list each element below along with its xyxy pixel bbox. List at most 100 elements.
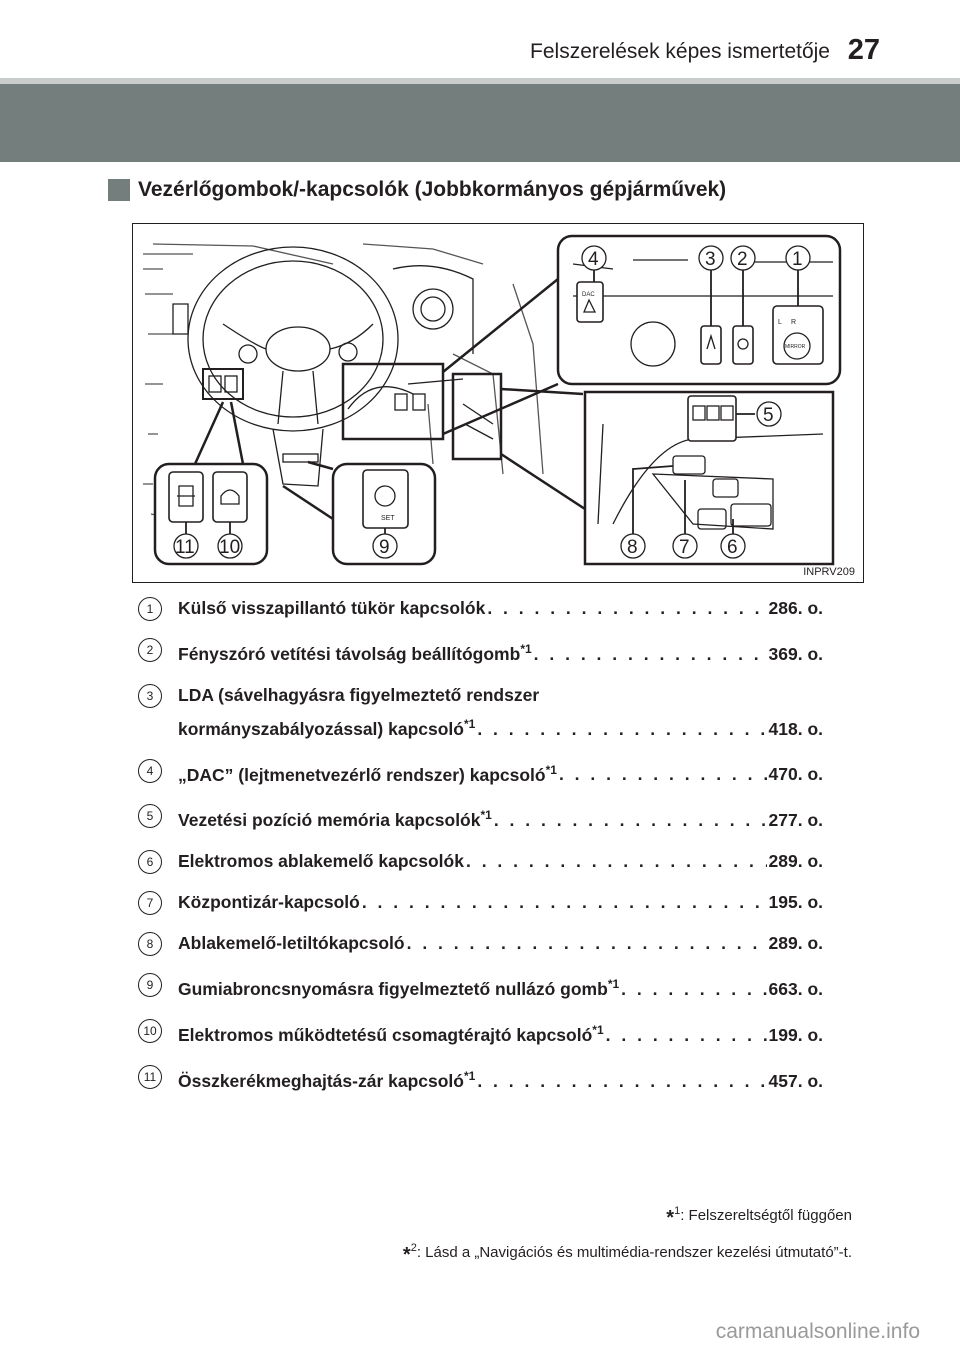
section-title: Vezérlőgombok/-kapcsolók (Jobbkormányos …: [108, 178, 726, 202]
footnote-mark: *1: [463, 716, 476, 731]
callout-10: 10: [219, 537, 240, 558]
footnote-sup: 1: [674, 1205, 681, 1217]
dot-leader: [477, 1069, 766, 1093]
callout-11: 11: [175, 537, 195, 558]
page-header: Felszerelések képes ismertetője 27: [0, 0, 960, 84]
item-label: Elektromos ablakemelő kapcsolók: [178, 851, 464, 872]
footnotes: *1: Felszereltségtől függően *2: Lásd a …: [403, 1196, 852, 1270]
dac-label: DAC: [582, 292, 595, 298]
item-label: Gumiabroncsnyomásra figyelmeztető nulláz…: [178, 972, 619, 1001]
item-number: 2: [138, 638, 162, 662]
item-page-ref: 457. o.: [768, 1070, 823, 1091]
item-page-ref: 418. o.: [768, 718, 823, 739]
watermark: carmanualsonline.info: [715, 1320, 920, 1343]
callout-5: 5: [763, 405, 774, 426]
footnote-star: *: [402, 1244, 411, 1266]
dot-leader: [487, 596, 766, 620]
dot-leader: [407, 931, 767, 955]
footnote-mark: *1: [545, 762, 557, 777]
callout-7: 7: [679, 537, 690, 558]
item-number: 10: [138, 1019, 162, 1044]
section-title-text: Vezérlőgombok/-kapcsolók (Jobbkormányos …: [138, 178, 727, 201]
item-label: Központizár-kapcsoló: [178, 892, 360, 913]
footnote-sup: 2: [410, 1242, 417, 1254]
dot-leader: [362, 890, 767, 914]
footnote-star: *: [666, 1207, 675, 1229]
item-label: Külső visszapillantó tükör kapcsolók: [178, 598, 486, 618]
footnote-1: *1: Felszereltségtől függően: [403, 1196, 852, 1233]
page-number: 27: [847, 34, 880, 66]
mirror-r-label: R: [791, 319, 796, 326]
dot-leader: [621, 977, 766, 1001]
item-label-cont: kormányszabályozással) kapcsoló*1: [178, 712, 475, 741]
item-number: 11: [138, 1064, 162, 1089]
callout-1: 1: [792, 249, 803, 270]
list-item: 2 Fényszóró vetítési távolság beállítógo…: [138, 637, 838, 666]
dot-leader: [559, 762, 767, 786]
item-page-ref: 289. o.: [768, 851, 823, 872]
footnote-mark: *1: [520, 642, 532, 656]
item-label-text: Összkerékmeghajtás-zár kapcsoló: [178, 1070, 464, 1091]
item-page-ref: 195. o.: [768, 892, 823, 913]
footnote-2: *2: Lásd a „Navigációs és multimédia-ren…: [403, 1233, 852, 1270]
dot-leader: [606, 1023, 767, 1047]
callout-9: 9: [379, 537, 390, 558]
item-number: 4: [138, 758, 162, 783]
dot-leader: [534, 642, 767, 666]
footnote-mark: *1: [607, 977, 620, 992]
mirror-l-label: L: [778, 319, 782, 326]
item-label: Vezetési pozíció memória kapcsolók*1: [178, 803, 492, 832]
item-page-ref: 663. o.: [768, 979, 823, 1000]
dot-leader: [494, 808, 767, 832]
item-label: Elektromos működtetésű csomagtérajtó kap…: [178, 1018, 604, 1047]
dot-leader: [466, 849, 767, 873]
controls-list: 1 Külső visszapillantó tükör kapcsolók 2…: [138, 596, 838, 1110]
item-number: 6: [138, 850, 162, 875]
callout-6: 6: [727, 537, 738, 558]
footnote-text: : Lásd a „Navigációs és multimédia-rends…: [416, 1244, 852, 1261]
list-item: 10 Elektromos működtetésű csomagtérajtó …: [138, 1018, 838, 1047]
list-item: 7 Központizár-kapcsoló 195. o.: [138, 890, 838, 916]
item-label-text: „DAC” (lejtmenetvezérlő rendszer) kapcso…: [178, 764, 546, 785]
callout-3: 3: [705, 249, 716, 270]
item-number: 5: [138, 804, 162, 829]
list-item: 1 Külső visszapillantó tükör kapcsolók 2…: [138, 596, 838, 621]
item-label: „DAC” (lejtmenetvezérlő rendszer) kapcso…: [178, 758, 557, 787]
section-marker-icon: [108, 179, 130, 201]
list-item: 4 „DAC” (lejtmenetvezérlő rendszer) kapc…: [138, 758, 838, 787]
header-title: Felszerelések képes ismertetője: [530, 40, 830, 63]
callout-8: 8: [627, 537, 638, 558]
item-number: 9: [138, 973, 162, 998]
item-page-ref: 470. o.: [768, 764, 823, 785]
set-label: SET: [381, 515, 395, 522]
footnote-text: : Felszereltségtől függően: [680, 1207, 852, 1224]
footnote-mark: *1: [480, 808, 492, 823]
item-label-text: Gumiabroncsnyomásra figyelmeztető nulláz…: [178, 979, 608, 1000]
list-item: 6 Elektromos ablakemelő kapcsolók 289. o…: [138, 849, 838, 875]
item-page-ref: 277. o.: [768, 810, 823, 831]
item-number: 3: [138, 683, 162, 708]
list-item: 5 Vezetési pozíció memória kapcsolók*1 2…: [138, 803, 838, 832]
dot-leader: [477, 717, 766, 741]
item-label: Összkerékmeghajtás-zár kapcsoló*1: [178, 1064, 475, 1093]
callout-4: 4: [588, 249, 599, 270]
item-page-ref: 286. o.: [768, 598, 823, 618]
item-label-text: Vezetési pozíció memória kapcsolók: [178, 810, 481, 831]
figure-code: INPRV209: [803, 566, 855, 578]
item-label: Fényszóró vetítési távolság beállítógomb…: [178, 637, 532, 666]
item-number: 8: [138, 932, 162, 957]
footnote-mark: *1: [592, 1023, 604, 1038]
item-label-text: Elektromos működtetésű csomagtérajtó kap…: [178, 1024, 593, 1045]
item-page-ref: 289. o.: [768, 933, 823, 954]
item-label: Ablakemelő-letiltókapcsoló: [178, 933, 405, 954]
item-label-text: Fényszóró vetítési távolság beállítógomb: [178, 643, 521, 664]
item-number: 1: [138, 597, 162, 621]
list-item: 9 Gumiabroncsnyomásra figyelmeztető null…: [138, 972, 838, 1001]
list-item: 8 Ablakemelő-letiltókapcsoló 289. o.: [138, 931, 838, 957]
item-label: LDA (sávelhagyásra figyelmeztető rendsze…: [178, 684, 540, 705]
item-page-ref: 199. o.: [768, 1024, 823, 1045]
item-label-text: kormányszabályozással) kapcsoló: [178, 718, 464, 739]
item-number: 7: [138, 891, 162, 916]
mirror-label: MIRROR: [785, 344, 806, 350]
list-item: 11 Összkerékmeghajtás-zár kapcsoló*1 457…: [138, 1064, 838, 1093]
